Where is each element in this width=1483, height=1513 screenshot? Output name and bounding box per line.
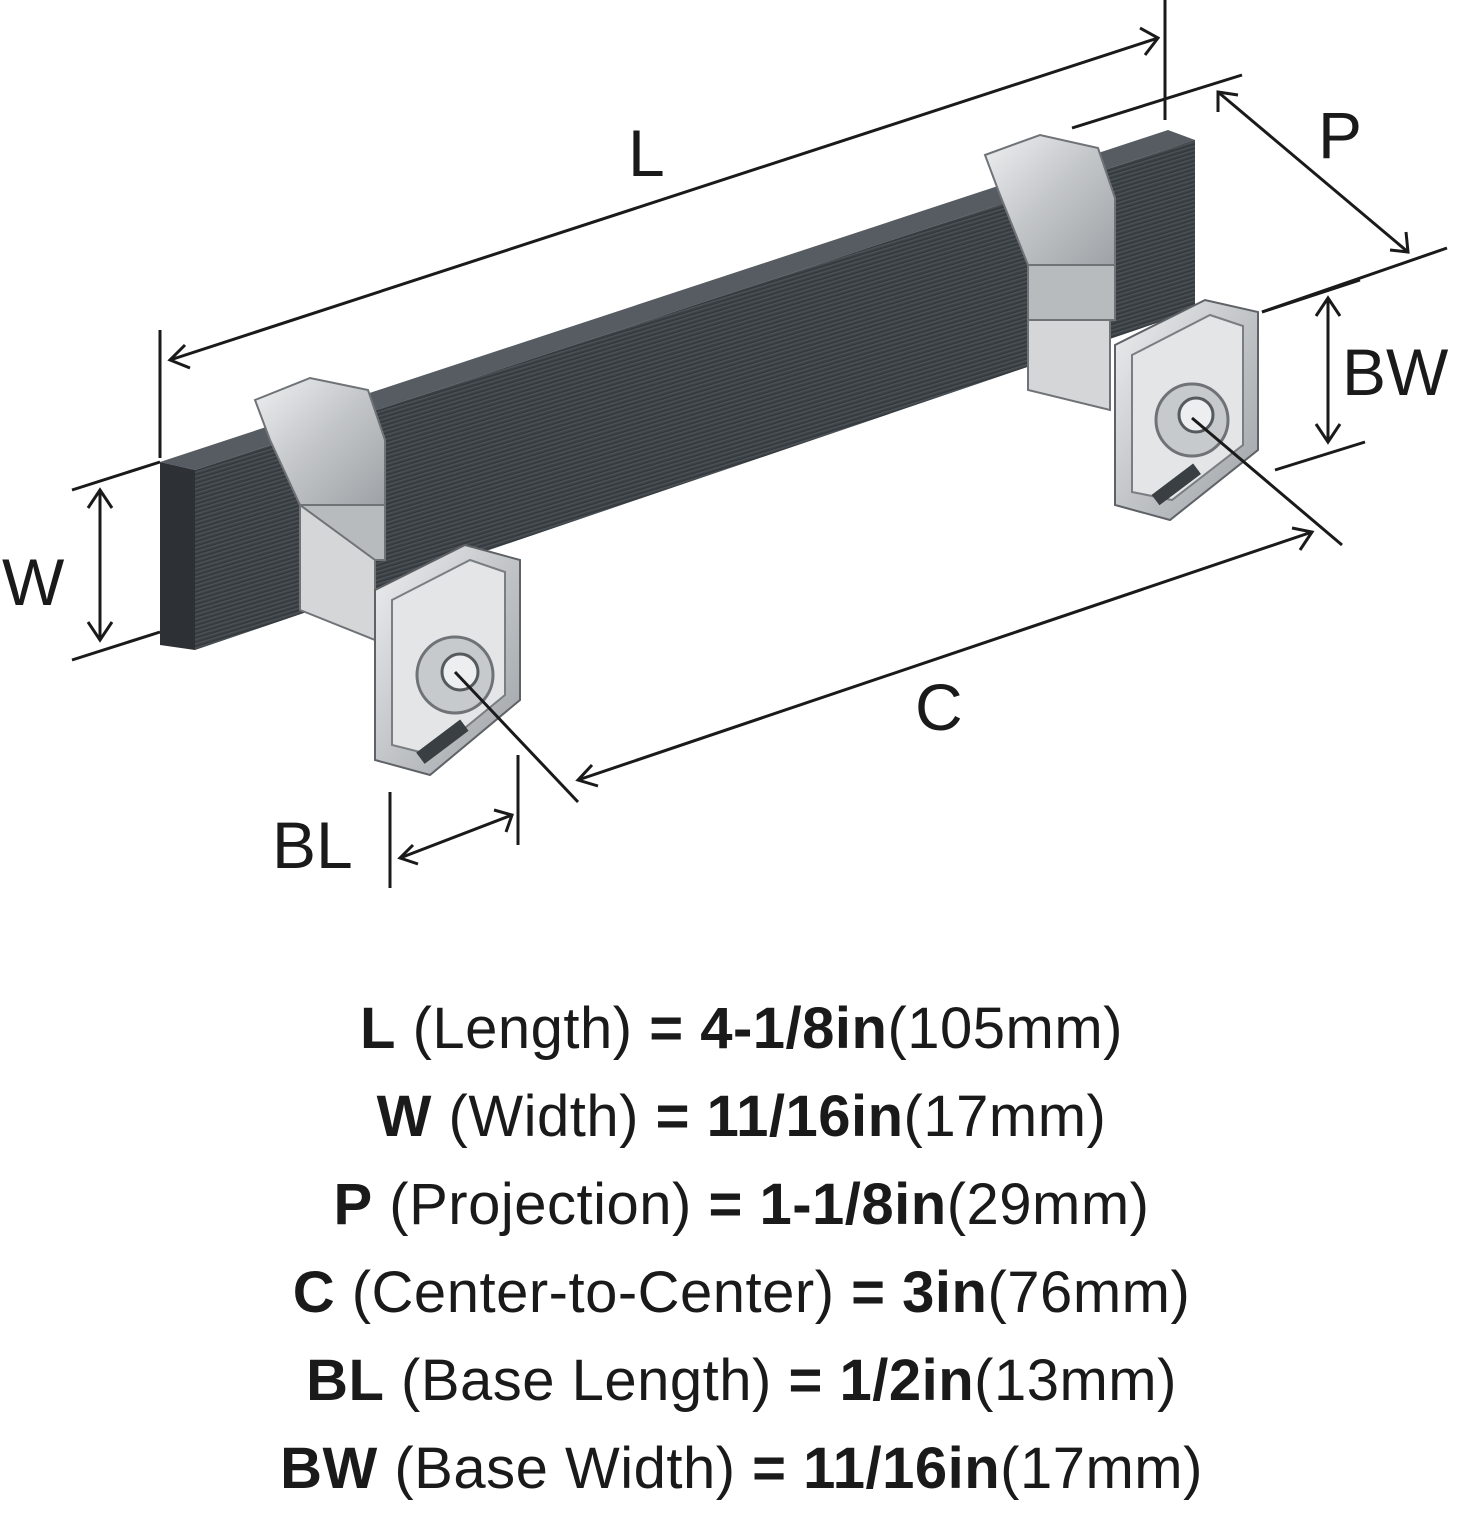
spec-description: (Length) — [412, 996, 633, 1061]
spec-metric: (29mm) — [946, 1172, 1150, 1237]
spec-description: (Base Width) — [394, 1436, 736, 1501]
base-width-dimension: BW — [1261, 278, 1449, 472]
spec-code: P — [333, 1172, 373, 1237]
spec-code: L — [360, 996, 396, 1061]
spec-description: (Width) — [448, 1084, 639, 1149]
spec-equals: = — [752, 1436, 787, 1501]
spec-center-to-center: C (Center-to-Center) = 3in(76mm) — [0, 1249, 1483, 1337]
spec-length: L (Length) = 4-1/8in(105mm) — [0, 985, 1483, 1073]
spec-code: BL — [306, 1348, 385, 1413]
spec-base-length: BL (Base Length) = 1/2in(13mm) — [0, 1337, 1483, 1425]
label-L: L — [628, 116, 665, 190]
label-P: P — [1318, 98, 1362, 172]
spec-imperial: 1/2in — [839, 1348, 975, 1413]
length-dimension: L — [158, 0, 1167, 458]
center-to-center-dimension: C — [575, 526, 1315, 788]
dimension-specs-list: L (Length) = 4-1/8in(105mm) W (Width) = … — [0, 985, 1483, 1513]
right-center-line — [1191, 416, 1343, 547]
spec-code: W — [376, 1084, 432, 1149]
spec-metric: (17mm) — [903, 1084, 1107, 1149]
base-length-dimension: BL — [272, 755, 520, 888]
width-dimension: W — [2, 460, 161, 662]
spec-imperial: 3in — [902, 1260, 988, 1325]
left-base — [374, 543, 521, 777]
spec-code: C — [292, 1260, 336, 1325]
spec-metric: (17mm) — [1000, 1436, 1203, 1501]
right-base — [1114, 298, 1259, 522]
spec-width: W (Width) = 11/16in(17mm) — [0, 1073, 1483, 1161]
spec-description: (Center-to-Center) — [351, 1260, 835, 1325]
spec-imperial: 1-1/8in — [759, 1172, 947, 1237]
spec-equals: = — [655, 1084, 690, 1149]
label-BL: BL — [272, 808, 353, 882]
spec-imperial: 4-1/8in — [700, 996, 888, 1061]
right-post — [983, 133, 1116, 412]
spec-base-width: BW (Base Width) = 11/16in(17mm) — [0, 1425, 1483, 1513]
handle-bar — [160, 130, 1195, 650]
spec-imperial: 11/16in — [803, 1436, 1001, 1501]
spec-metric: (76mm) — [987, 1260, 1191, 1325]
spec-equals: = — [708, 1172, 743, 1237]
spec-imperial: 11/16in — [706, 1084, 904, 1149]
spec-equals: = — [851, 1260, 886, 1325]
spec-metric: (105mm) — [887, 996, 1123, 1061]
spec-description: (Base Length) — [401, 1348, 772, 1413]
left-post — [253, 376, 386, 642]
pull-handle-diagram: L P BW W C BL — [2, 0, 1449, 888]
spec-code: BW — [280, 1436, 378, 1501]
spec-equals: = — [788, 1348, 823, 1413]
left-center-line — [453, 670, 580, 804]
spec-description: (Projection) — [389, 1172, 692, 1237]
label-W: W — [2, 545, 65, 619]
label-C: C — [915, 670, 963, 744]
spec-projection: P (Projection) = 1-1/8in(29mm) — [0, 1161, 1483, 1249]
spec-equals: = — [649, 996, 684, 1061]
label-BW: BW — [1342, 335, 1449, 409]
spec-metric: (13mm) — [974, 1348, 1177, 1413]
